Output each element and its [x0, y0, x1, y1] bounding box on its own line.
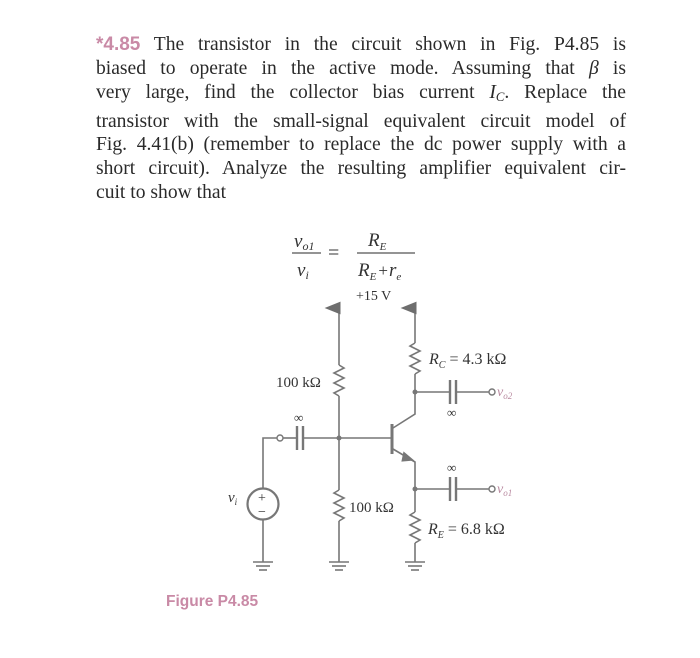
r2-resistor — [332, 489, 346, 522]
gain-equation: vo1 vi = RE RE+re — [292, 230, 415, 283]
vi-label: vi — [228, 490, 238, 507]
voltage-source — [246, 487, 280, 521]
problem-line-1: *4.85 The transistor in the circuit show… — [96, 34, 626, 55]
rc-resistor — [408, 342, 422, 375]
re-resistor — [408, 511, 422, 544]
svg-text:RE+re: RE+re — [357, 260, 401, 283]
problem-line-5: Fig. 4.41(b) (remember to replace the dc… — [96, 134, 626, 156]
problem-statement: *4.85 The transistor in the circuit show… — [96, 33, 626, 205]
svg-text:+: + — [258, 491, 266, 506]
problem-line-3: very large, find the collector bias curr… — [96, 81, 626, 104]
figure-caption: Figure P4.85 — [166, 593, 259, 610]
svg-text:vo1: vo1 — [294, 231, 314, 253]
r1-label: 100 kΩ — [276, 375, 321, 391]
vo2-terminal — [488, 388, 496, 396]
svg-text:=: = — [328, 242, 339, 264]
input-terminal — [276, 434, 284, 442]
r1-resistor — [332, 364, 346, 397]
vo1-terminal — [488, 485, 496, 493]
problem-line-6: short circuit). Analyze the resulting am… — [96, 158, 626, 180]
vo1-label: vo1 — [497, 482, 512, 498]
problem-number: *4.85 — [96, 34, 141, 55]
cap-e-infinity: ∞ — [447, 460, 456, 475]
svg-text:−: − — [258, 505, 266, 520]
supply-label: +15 V — [356, 289, 391, 304]
problem-line-2: biased to operate in the active mode. As… — [96, 57, 626, 79]
ic-symbol: IC — [489, 81, 505, 104]
cap-c-infinity: ∞ — [447, 405, 456, 420]
r2-label: 100 kΩ — [349, 500, 394, 516]
re-label: RE = 6.8 kΩ — [427, 521, 505, 541]
ground-symbols — [253, 561, 425, 571]
cap-in-infinity: ∞ — [294, 410, 303, 425]
vo2-label: vo2 — [497, 385, 513, 401]
rc-label: RC = 4.3 kΩ — [428, 351, 506, 371]
problem-line-7: cuit to show that — [96, 181, 227, 203]
svg-text:RE: RE — [367, 230, 387, 253]
problem-line-4: transistor with the small-signal equival… — [96, 110, 626, 132]
svg-text:vi: vi — [297, 260, 309, 282]
beta-symbol: β — [588, 57, 599, 79]
